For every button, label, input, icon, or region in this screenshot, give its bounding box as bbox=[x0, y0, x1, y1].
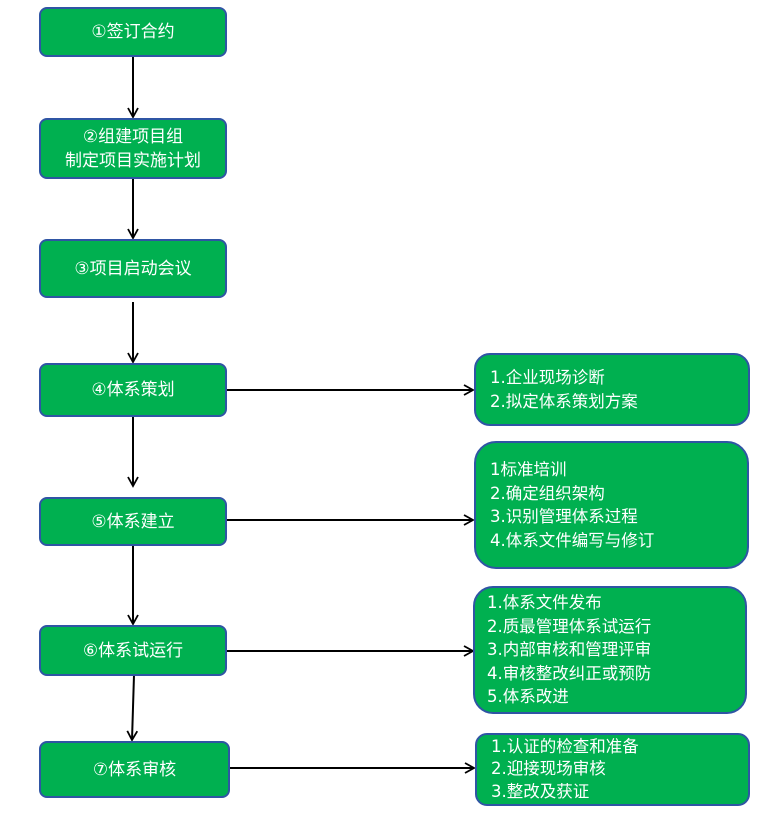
step-box-4-system-planning: ④体系策划 bbox=[39, 363, 227, 417]
step-label: ⑥体系试运行 bbox=[82, 640, 184, 661]
detail-item: 4.审核整改纠正或预防 bbox=[487, 663, 652, 683]
detail-item: 2.迎接现场审核 bbox=[491, 759, 606, 779]
arrow-step6-to-step7 bbox=[126, 674, 139, 742]
step-box-7-system-audit: ⑦体系审核 bbox=[39, 741, 230, 798]
detail-item: 3.整改及获证 bbox=[491, 781, 590, 801]
detail-item: 4.体系文件编写与修订 bbox=[490, 530, 655, 550]
detail-box-audit: 1.认证的检查和准备 2.迎接现场审核 3.整改及获证 bbox=[475, 733, 750, 806]
step-box-2-form-project-team: ②组建项目组 制定项目实施计划 bbox=[39, 118, 227, 179]
step-box-6-trial-operation: ⑥体系试运行 bbox=[39, 625, 227, 676]
step-label: 制定项目实施计划 bbox=[65, 150, 201, 171]
step-label: ⑤体系建立 bbox=[91, 511, 175, 532]
step-box-5-system-establishment: ⑤体系建立 bbox=[39, 497, 227, 546]
detail-item: 1.企业现场诊断 bbox=[490, 368, 605, 387]
step-label: ④体系策划 bbox=[91, 380, 175, 400]
detail-item: 5.体系改进 bbox=[487, 687, 569, 707]
step-label: ②组建项目组 bbox=[82, 126, 184, 147]
detail-item: 1标准培训 bbox=[490, 460, 567, 479]
detail-box-trial-operation: 1.体系文件发布 2.质最管理体系试运行 3.内部审核和管理评审 4.审核整改纠… bbox=[473, 586, 747, 714]
detail-item: 1.认证的检查和准备 bbox=[491, 736, 639, 756]
detail-item: 3.识别管理体系过程 bbox=[490, 507, 638, 526]
step-box-3-kickoff-meeting: ③项目启动会议 bbox=[39, 239, 227, 298]
step-box-1-sign-contract: ①签订合约 bbox=[39, 7, 227, 57]
detail-box-planning: 1.企业现场诊断 2.拟定体系策划方案 bbox=[474, 353, 750, 426]
detail-item: 3.内部审核和管理评审 bbox=[487, 640, 652, 660]
detail-item: 2.拟定体系策划方案 bbox=[490, 391, 638, 411]
step-label: ①签订合约 bbox=[91, 22, 175, 42]
detail-item: 1.体系文件发布 bbox=[487, 593, 602, 613]
detail-item: 2.质最管理体系试运行 bbox=[487, 616, 652, 636]
step-label: ⑦体系审核 bbox=[92, 759, 177, 780]
detail-box-establishment: 1标准培训 2.确定组织架构 3.识别管理体系过程 4.体系文件编写与修订 bbox=[474, 441, 749, 569]
step-label: ③项目启动会议 bbox=[74, 258, 192, 279]
detail-item: 2.确定组织架构 bbox=[490, 483, 605, 503]
